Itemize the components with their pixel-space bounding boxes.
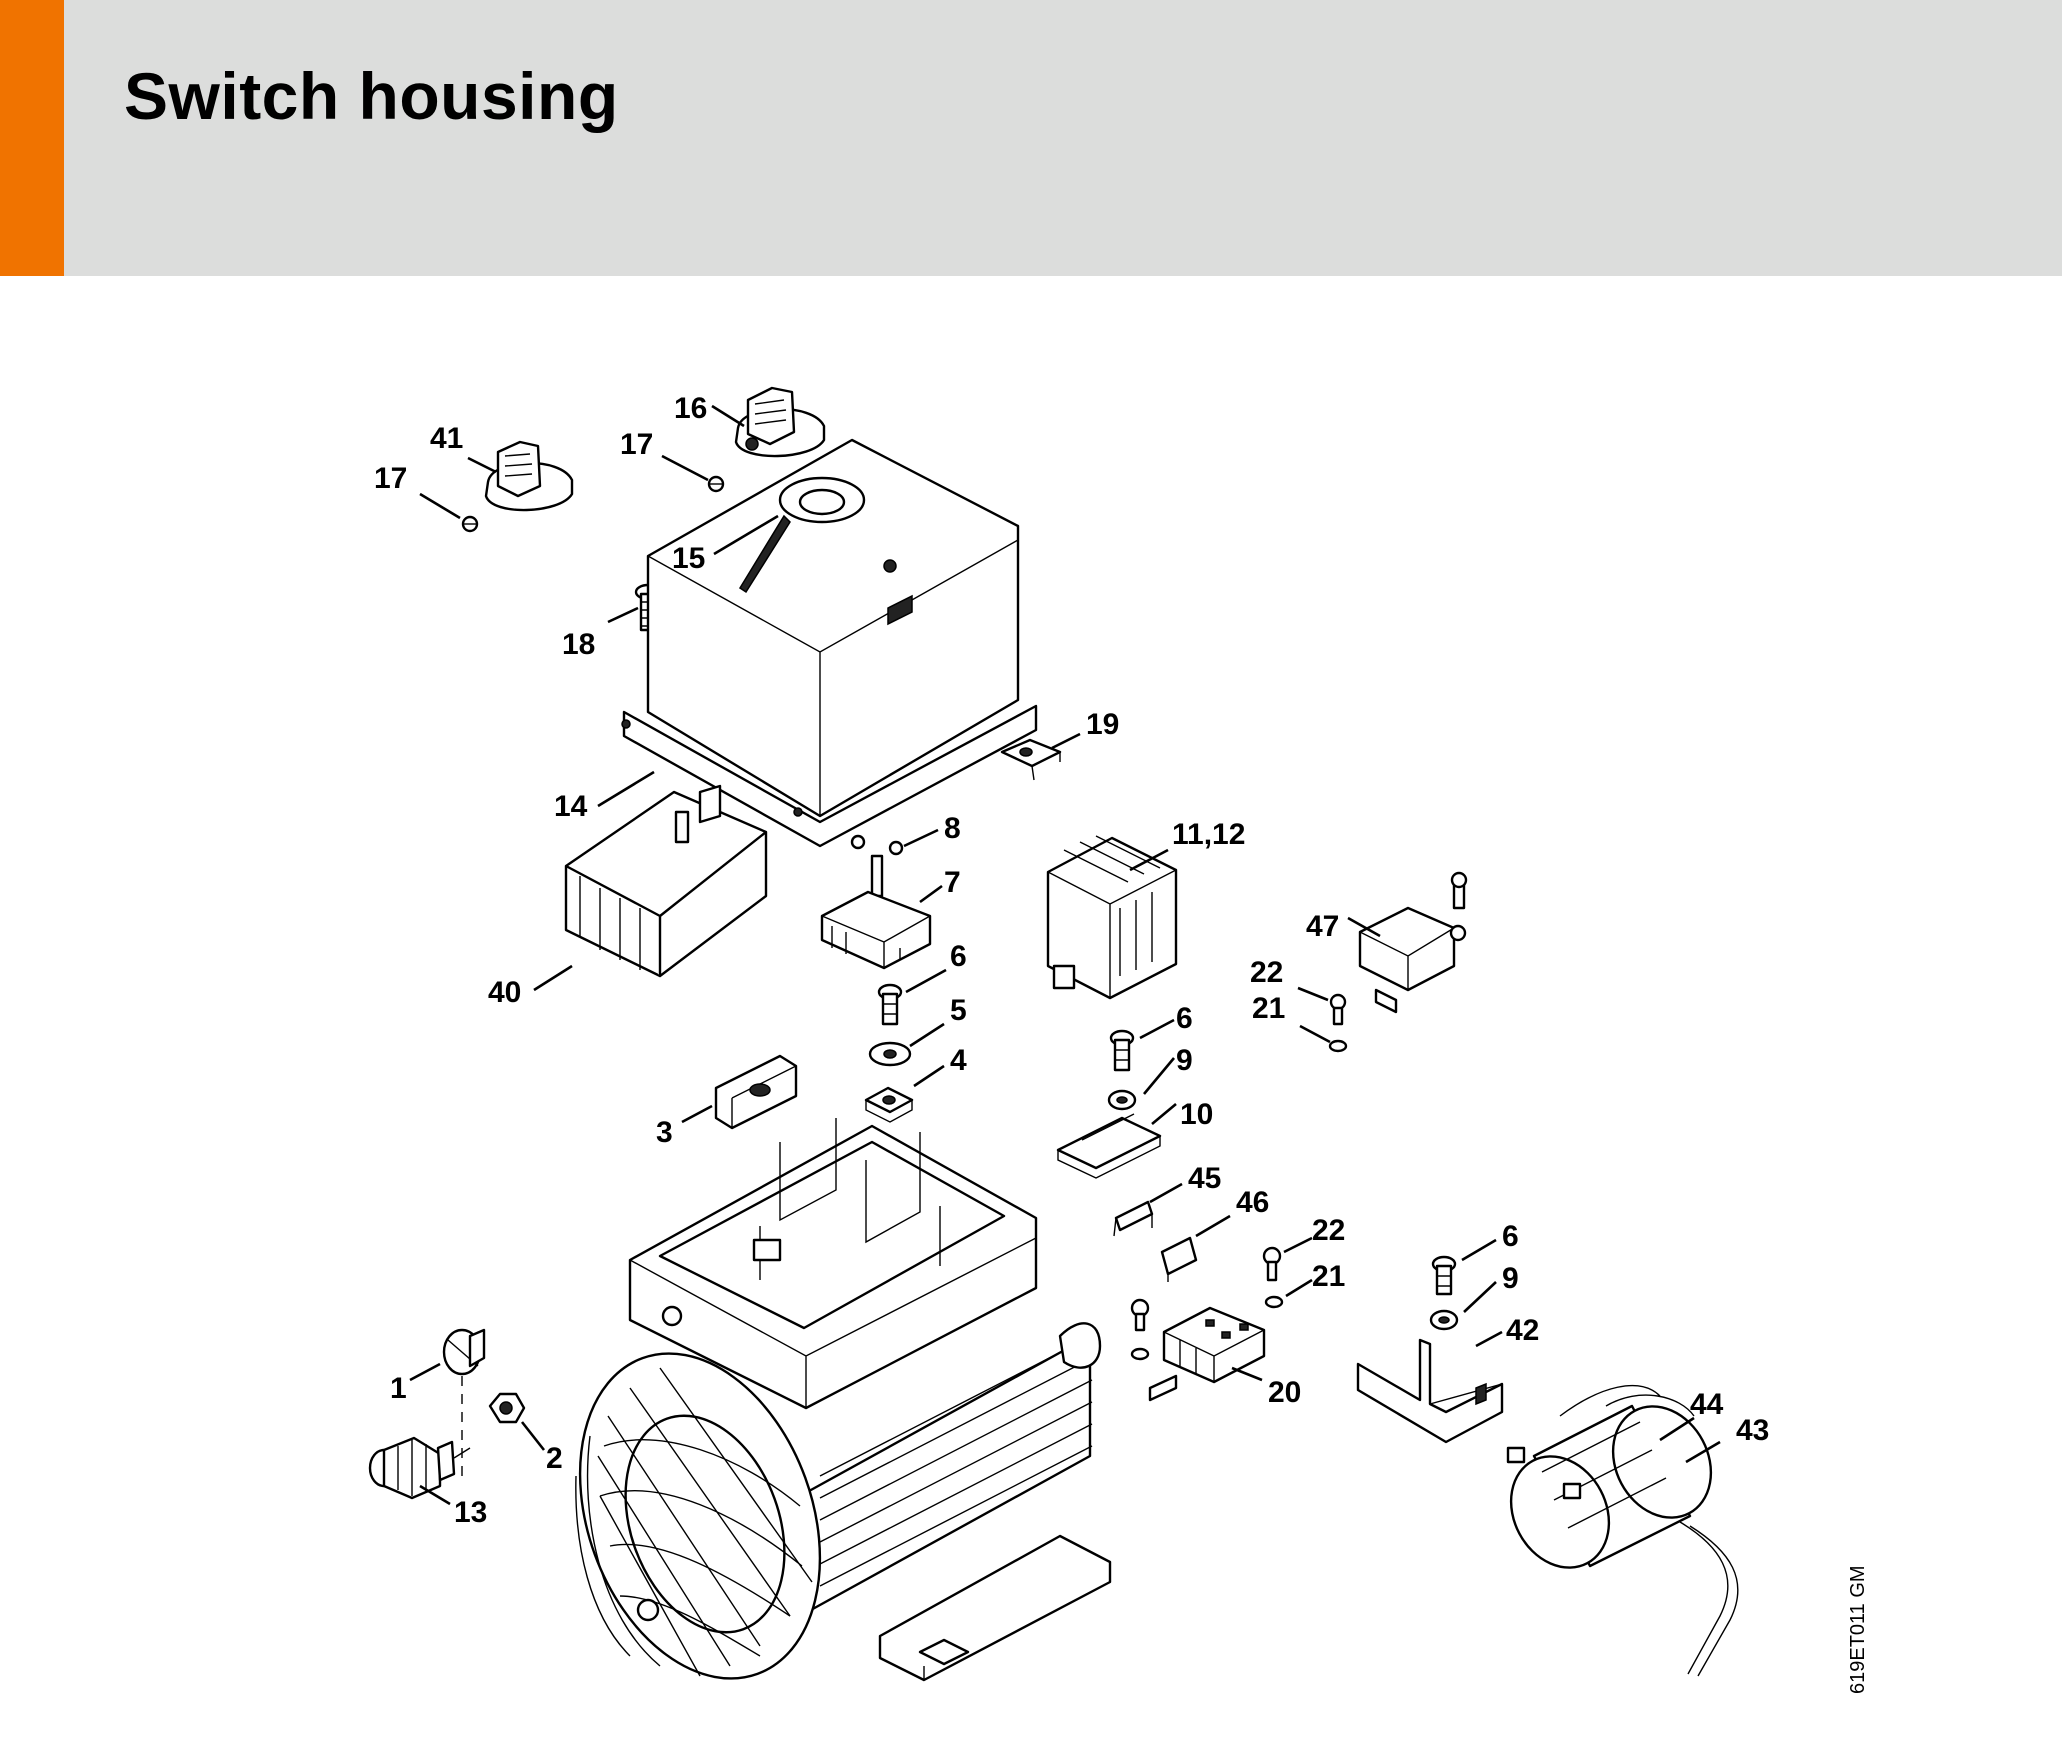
part-rotary-switch-7: [820, 854, 932, 970]
callout-labels: 41 17 16 17 15 18 19 14 8 7 11,12 47 22 …: [374, 392, 1769, 1529]
part-gland-13: [368, 1436, 471, 1500]
callout-2: 2: [546, 1442, 563, 1475]
part-screw-17a: [461, 515, 479, 533]
part-motor-housing: [575, 1118, 1112, 1682]
callout-11-12: 11,12: [1172, 818, 1245, 851]
callout-17-left: 17: [374, 462, 407, 495]
part-washer-21b: [1264, 1295, 1284, 1309]
part-washer-21a: [1328, 1039, 1348, 1053]
callout-42: 42: [1506, 1314, 1539, 1347]
part-plug-1: [442, 1328, 486, 1476]
part-washer-9a: [1107, 1089, 1137, 1111]
callout-22-lower: 22: [1312, 1214, 1345, 1247]
part-nut-4: [864, 1086, 914, 1123]
callout-21-lower: 21: [1312, 1260, 1345, 1293]
leader-lines: [409, 404, 1721, 1506]
part-screw-17b: [707, 475, 725, 493]
callout-45: 45: [1188, 1162, 1221, 1195]
part-screws-8: [850, 834, 904, 856]
callout-22-upper: 22: [1250, 956, 1283, 989]
exploded-parts-diagram: 41 17 16 17 15 18 19 14 8 7 11,12 47 22 …: [368, 386, 1869, 1694]
callout-4: 4: [950, 1044, 967, 1077]
part-knob-41: [484, 440, 574, 512]
part-rail-10: [1056, 1113, 1162, 1179]
callout-17-right: 17: [620, 428, 653, 461]
header-accent-bar: [0, 0, 64, 276]
callout-9-right: 9: [1502, 1262, 1519, 1295]
part-grommet-3: [714, 1054, 798, 1130]
callout-44: 44: [1690, 1388, 1724, 1421]
callout-43: 43: [1736, 1414, 1769, 1447]
part-block-46: [1160, 1236, 1198, 1282]
callout-46: 46: [1236, 1186, 1269, 1219]
part-screw-6a: [877, 983, 903, 1026]
part-terminal-block-20: [1130, 1298, 1266, 1402]
callout-21-upper: 21: [1252, 992, 1285, 1025]
part-contactor-11-12: [1046, 835, 1178, 1000]
part-washer-9b: [1429, 1309, 1459, 1331]
callout-10: 10: [1180, 1098, 1213, 1131]
callout-6-right: 6: [1502, 1220, 1519, 1253]
page-header: Switch housing: [0, 0, 2062, 276]
callout-16: 16: [674, 392, 707, 425]
part-switch-40: [564, 784, 768, 978]
callout-47: 47: [1306, 910, 1339, 943]
callout-3: 3: [656, 1116, 673, 1149]
callout-14: 14: [554, 790, 588, 823]
part-nut-2: [488, 1392, 526, 1424]
callout-6-middle: 6: [1176, 1002, 1193, 1035]
callout-13: 13: [454, 1496, 487, 1529]
callout-15: 15: [672, 542, 705, 575]
part-screw-6b: [1109, 1029, 1135, 1072]
callout-20: 20: [1268, 1376, 1301, 1409]
callout-9-middle: 9: [1176, 1044, 1193, 1077]
drawing-reference-code: 619ET011 GM: [1847, 1565, 1869, 1694]
callout-40: 40: [488, 976, 521, 1009]
part-screw-22b: [1262, 1246, 1282, 1282]
part-washer-5: [868, 1041, 912, 1067]
part-screw-22a: [1329, 993, 1347, 1026]
part-cover-14: [621, 437, 1038, 848]
callout-7: 7: [944, 866, 961, 899]
part-bracket-42: [1356, 1338, 1504, 1444]
callout-19: 19: [1086, 708, 1119, 741]
callout-8: 8: [944, 812, 961, 845]
part-screw-6c: [1431, 1255, 1457, 1296]
part-box-47: [1358, 871, 1468, 1014]
callout-5: 5: [950, 994, 967, 1027]
page-title: Switch housing: [124, 59, 619, 133]
part-capacitor-43-44: [1506, 1384, 1739, 1677]
callout-41: 41: [430, 422, 463, 455]
part-bridge-45: [1113, 1200, 1154, 1237]
part-clip-19: [1000, 738, 1062, 781]
callout-1: 1: [390, 1372, 407, 1405]
callout-6-left: 6: [950, 940, 967, 973]
callout-18: 18: [562, 628, 595, 661]
